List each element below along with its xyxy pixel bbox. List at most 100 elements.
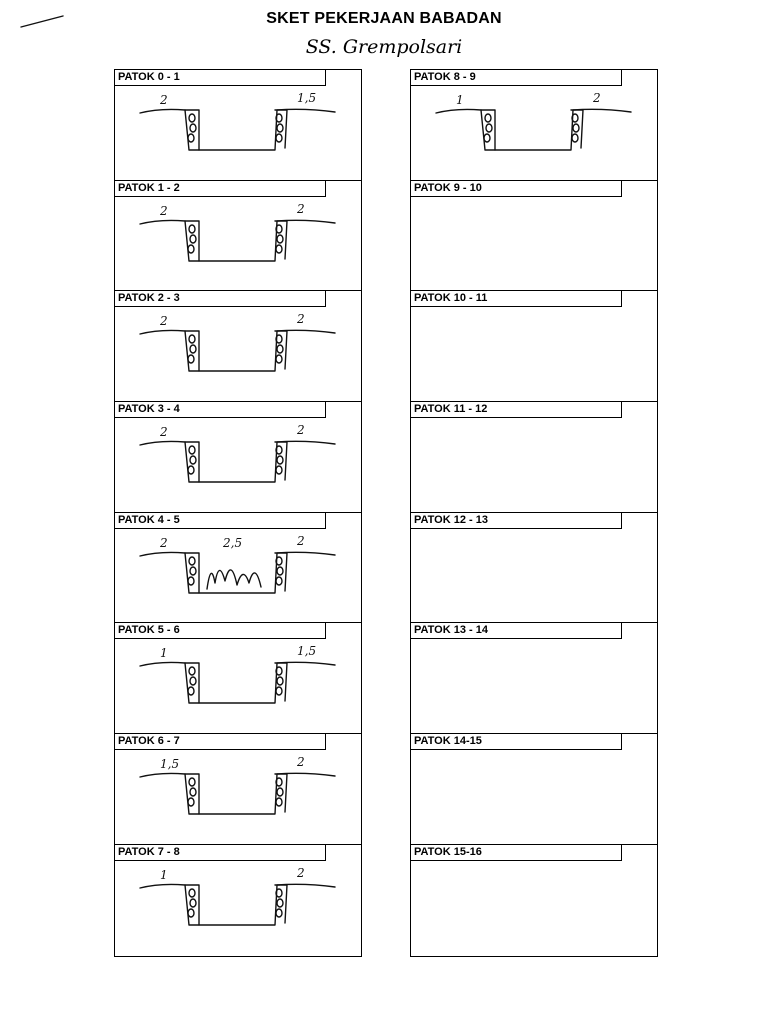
- patok-cell: PATOK 9 - 10: [411, 180, 657, 292]
- right-height-label: 1,5: [297, 644, 316, 658]
- patok-label: PATOK 15-16: [411, 844, 622, 861]
- stone-mark: [189, 676, 197, 687]
- stone-mark: [187, 686, 195, 697]
- left-height-label: 1: [160, 868, 168, 882]
- right-wall: [274, 330, 288, 371]
- stone-mark: [276, 344, 284, 355]
- stone-mark: [187, 465, 195, 475]
- stone-mark: [571, 133, 579, 143]
- patok-cell: PATOK 14-15: [411, 734, 657, 845]
- stone-mark: [188, 113, 196, 123]
- stone-mark: [188, 445, 196, 455]
- stone-mark: [189, 898, 197, 908]
- patok-label: PATOK 5 - 6: [115, 623, 326, 640]
- patok-cell: PATOK 11 - 12: [411, 402, 657, 513]
- stone-mark: [275, 686, 283, 697]
- stone-mark: [275, 113, 283, 123]
- patok-label: PATOK 7 - 8: [115, 844, 326, 861]
- left-wall: [480, 109, 496, 151]
- channel-outline: [139, 440, 336, 483]
- stone-mark: [276, 455, 284, 465]
- stone-mark: [189, 455, 197, 465]
- right-height-label: 2: [296, 312, 305, 326]
- channel-outline: [139, 108, 336, 151]
- stone-mark: [275, 354, 283, 365]
- stone-mark: [188, 556, 196, 566]
- right-height-label: 2: [592, 91, 601, 105]
- channel-outline: [139, 330, 336, 373]
- stone-mark: [188, 334, 196, 345]
- stone-mark: [275, 797, 283, 807]
- stone-mark: [188, 666, 196, 677]
- stone-mark: [572, 123, 580, 133]
- patok-cell: PATOK 12 - 13: [411, 512, 657, 624]
- left-wall: [184, 552, 200, 594]
- stone-mark: [276, 676, 284, 687]
- patok-label: PATOK 12 - 13: [411, 512, 622, 529]
- left-wall: [184, 441, 200, 483]
- right-wall: [274, 219, 288, 260]
- stone-mark: [275, 445, 283, 455]
- right-height-label: 2: [296, 423, 305, 437]
- stone-mark: [189, 233, 197, 244]
- stone-mark: [189, 344, 197, 355]
- stone-mark: [187, 797, 195, 807]
- patok-label: PATOK 8 - 9: [411, 70, 622, 86]
- left-wall: [184, 219, 200, 262]
- right-height-label: 2: [296, 866, 305, 880]
- page-subtitle: SS. Grempolsari: [305, 36, 463, 58]
- stone-mark: [275, 666, 283, 677]
- channel-outline: [139, 551, 336, 594]
- stone-mark: [571, 113, 579, 123]
- left-height-label: 2: [159, 204, 168, 218]
- stone-mark: [275, 777, 283, 787]
- stone-mark: [276, 787, 284, 797]
- stone-mark: [484, 113, 492, 123]
- stone-mark: [276, 898, 284, 908]
- patok-label: PATOK 1 - 2: [115, 180, 326, 197]
- stone-mark: [188, 888, 196, 898]
- left-wall: [184, 109, 200, 151]
- stone-mark: [485, 123, 493, 133]
- channel-outline: [139, 219, 336, 262]
- channel-outline: [139, 883, 336, 926]
- patok-label: PATOK 11 - 12: [411, 402, 622, 419]
- right-wall: [274, 662, 288, 703]
- patok-label: PATOK 6 - 7: [115, 734, 326, 751]
- patok-cell: PATOK 10 - 11: [411, 291, 657, 403]
- patok-cell: PATOK 13 - 14: [411, 623, 657, 735]
- left-wall: [184, 884, 200, 926]
- patok-cell: PATOK 15-16: [411, 844, 657, 956]
- stone-mark: [275, 556, 283, 566]
- channel-outline: [139, 662, 336, 705]
- page-title: SKET PEKERJAAN BABADAN: [266, 10, 502, 27]
- stone-mark: [189, 566, 197, 576]
- patok-label: PATOK 0 - 1: [115, 70, 326, 86]
- stone-mark: [276, 233, 284, 244]
- note-label: 2,5: [222, 536, 242, 550]
- stone-mark: [187, 243, 195, 254]
- patok-label: PATOK 13 - 14: [411, 623, 622, 640]
- right-height-label: 2: [296, 755, 305, 769]
- left-height-label: 2: [159, 93, 168, 107]
- right-wall: [274, 552, 288, 592]
- patok-label: PATOK 4 - 5: [115, 512, 326, 529]
- right-height-label: 2: [296, 534, 305, 548]
- stone-mark: [275, 243, 283, 254]
- stone-mark: [188, 777, 196, 787]
- stone-mark: [275, 908, 283, 918]
- stone-mark: [188, 223, 196, 234]
